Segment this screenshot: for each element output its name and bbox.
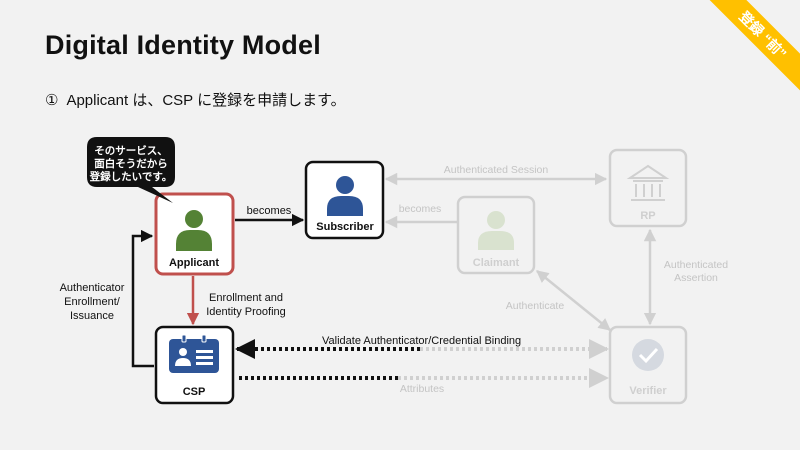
- person-icon: [478, 211, 514, 250]
- label-authenticator-line2: Enrollment/: [64, 296, 121, 308]
- label-authenticated-assertion-line2: Assertion: [674, 272, 718, 284]
- bank-icon: [626, 164, 670, 201]
- subtitle-text: Applicant は、CSP に登録を申請します。: [66, 92, 346, 109]
- label-authenticated-assertion-line1: Authenticated: [664, 259, 728, 271]
- corner-ribbon: 登録 “前”: [680, 0, 800, 120]
- label-enrollment-line1: Enrollment and: [209, 292, 283, 304]
- node-claimant-label: Claimant: [473, 257, 520, 269]
- label-attributes: Attributes: [400, 383, 444, 395]
- node-rp[interactable]: RP: [608, 148, 688, 228]
- check-circle-icon: [632, 339, 664, 371]
- node-applicant[interactable]: Applicant: [154, 192, 235, 276]
- ribbon-label: 登録 “前”: [693, 0, 800, 105]
- node-subscriber[interactable]: Subscriber: [304, 160, 385, 240]
- speech-bubble: そのサービス、 面白そうだから 登録したいです。: [87, 137, 175, 203]
- node-csp[interactable]: CSP: [154, 325, 235, 405]
- node-subscriber-label: Subscriber: [316, 221, 374, 233]
- node-rp-label: RP: [640, 210, 655, 222]
- node-applicant-label: Applicant: [169, 257, 219, 269]
- label-authenticator-line3: Issuance: [70, 310, 114, 322]
- node-verifier-label: Verifier: [629, 385, 667, 397]
- speech-bubble-line2: 面白そうだから: [94, 157, 168, 170]
- label-validate: Validate Authenticator/Credential Bindin…: [322, 335, 521, 347]
- id-card-icon: [169, 334, 219, 373]
- node-verifier[interactable]: Verifier: [608, 325, 688, 405]
- label-becomes: becomes: [247, 205, 292, 217]
- edge-authenticate: [536, 270, 611, 331]
- speech-bubble-line3: 登録したいです。: [89, 170, 173, 183]
- speech-bubble-line1: そのサービス、: [94, 144, 168, 157]
- subtitle-number: ①: [45, 92, 59, 109]
- edge-authenticator-issuance: [131, 229, 154, 368]
- label-enrollment-line2: Identity Proofing: [206, 306, 286, 318]
- subtitle: ① Applicant は、CSP に登録を申請します。: [45, 89, 346, 110]
- label-authenticate: Authenticate: [506, 300, 565, 312]
- label-authenticator-line1: Authenticator: [60, 282, 125, 294]
- page-title: Digital Identity Model: [45, 30, 321, 60]
- person-icon: [176, 210, 212, 251]
- node-csp-label: CSP: [183, 386, 206, 398]
- label-becomes-faded: becomes: [399, 203, 442, 215]
- label-authenticated-session: Authenticated Session: [444, 164, 549, 176]
- person-icon: [327, 176, 363, 216]
- node-claimant[interactable]: Claimant: [456, 195, 536, 275]
